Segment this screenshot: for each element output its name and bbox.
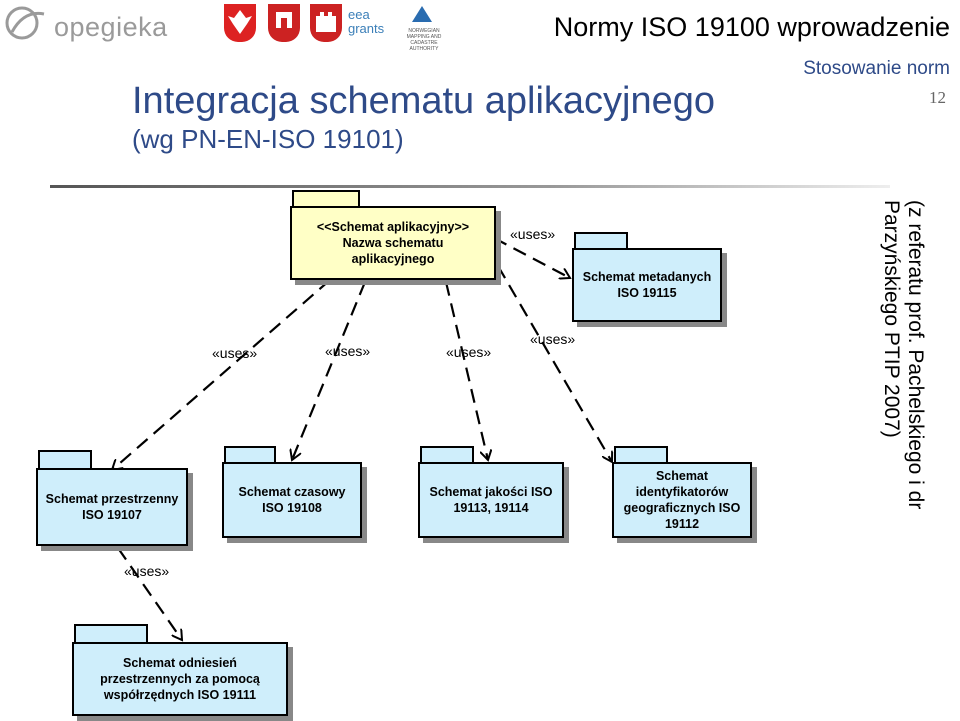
package-tab	[38, 450, 92, 470]
spatial-schema-package: Schemat przestrzenny ISO 19107	[36, 468, 188, 546]
application-schema-package: <<Schemat aplikacyjny>> Nazwa schematu a…	[290, 206, 496, 280]
presentation-title: Normy ISO 19100 wprowadzenie	[553, 12, 950, 42]
arrow-to-temporal	[292, 281, 367, 460]
mapping-authority-logo-icon	[412, 6, 432, 22]
uses-label: «uses»	[212, 345, 258, 361]
arrow-to-spatial	[112, 279, 331, 470]
quality-schema-package: Schemat jakości ISO 19113, 19114	[418, 462, 564, 538]
metadata-schema-package: Schemat metadanych ISO 19115	[572, 248, 722, 322]
package-tab	[574, 232, 628, 250]
arrow-to-reference	[117, 547, 182, 640]
uses-label: «uses»	[124, 563, 170, 579]
source-credit-text: (z referatu prof. Pachelskiego i dr Parz…	[880, 200, 927, 510]
eea-grants-logo: eea grants	[348, 7, 385, 36]
arrow-to-metadata	[493, 237, 570, 278]
uses-label: «uses»	[325, 343, 371, 359]
arrow-to-identifiers	[497, 265, 612, 462]
temporal-schema-package: Schemat czasowy ISO 19108	[222, 462, 362, 538]
city-crest-icon	[268, 4, 300, 42]
castle-crest-icon	[310, 4, 342, 42]
logo-bar: opegieka eea grants NORWEGIAN MAPPING AN…	[0, 0, 450, 52]
poland-crest-icon	[224, 4, 256, 42]
opegieka-logo-icon	[5, 6, 45, 40]
uses-label: «uses»	[510, 226, 556, 242]
source-credit: (z referatu prof. Pachelskiego i dr Parz…	[868, 200, 938, 540]
package-tab	[74, 624, 148, 644]
title-divider	[50, 185, 890, 188]
slide-title: Integracja schematu aplikacyjnego	[132, 80, 716, 122]
arrow-to-quality	[444, 281, 488, 460]
package-tab	[224, 446, 276, 464]
package-tab	[292, 190, 360, 208]
slide-subtitle: (wg PN-EN-ISO 19101)	[132, 124, 404, 154]
section-label: Stosowanie norm	[803, 58, 950, 79]
uses-label: «uses»	[530, 331, 576, 347]
package-tab	[614, 446, 668, 464]
uses-label: «uses»	[446, 344, 492, 360]
identifiers-schema-package: Schemat identyfikatorów geograficznych I…	[612, 462, 752, 538]
package-tab	[420, 446, 474, 464]
slide-number: 12	[929, 88, 946, 107]
brand-name: opegieka	[54, 12, 168, 42]
reference-schema-package: Schemat odniesień przestrzennych za pomo…	[72, 642, 288, 716]
mapping-authority-text: NORWEGIAN MAPPING AND CADASTRE AUTHORITY	[406, 28, 442, 52]
